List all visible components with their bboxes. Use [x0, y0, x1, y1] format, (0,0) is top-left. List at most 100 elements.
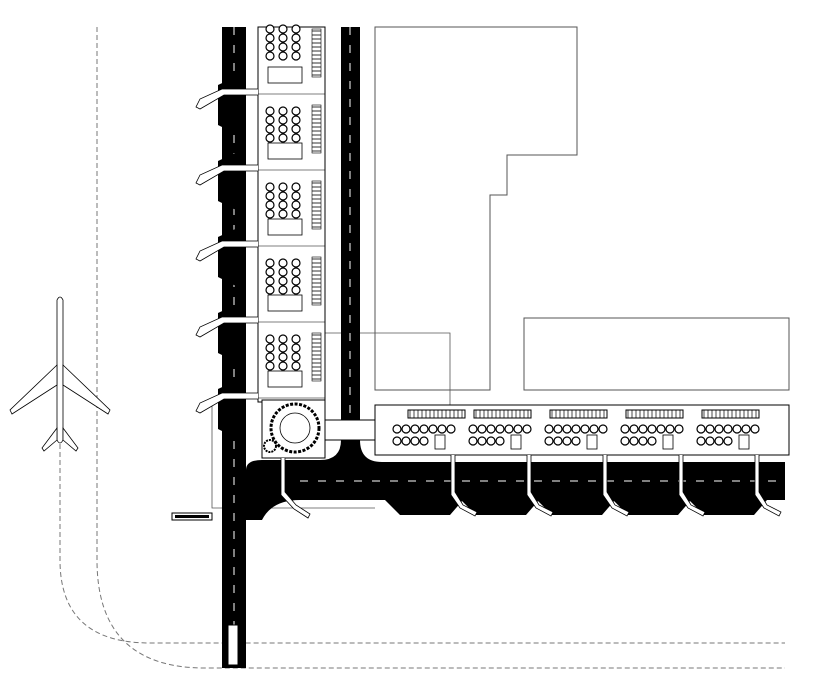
- seat-cluster-icon: [278, 200, 288, 210]
- seat-cluster-icon: [589, 424, 599, 434]
- seat-cluster-icon: [265, 115, 275, 125]
- seat-cluster-icon: [278, 42, 288, 52]
- gate-module: [258, 332, 325, 399]
- aircraft-icon: [9, 296, 111, 452]
- seat-cluster-icon: [291, 276, 301, 286]
- seat-cluster-icon: [265, 182, 275, 192]
- seat-cluster-icon: [741, 424, 751, 434]
- seat-cluster-icon: [291, 42, 301, 52]
- service-outline: [211, 400, 375, 509]
- apron-stand: [613, 500, 691, 515]
- restroom-block: [510, 434, 522, 450]
- seat-cluster-icon: [705, 424, 715, 434]
- seat-cluster-icon: [477, 424, 487, 434]
- seat-cluster-icon: [629, 436, 639, 446]
- seat-cluster-icon: [265, 42, 275, 52]
- seat-cluster-icon: [495, 436, 505, 446]
- seat-cluster-icon: [265, 361, 275, 371]
- seat-cluster-icon: [265, 106, 275, 116]
- seat-cluster-icon: [265, 334, 275, 344]
- restroom-block: [586, 434, 598, 450]
- seat-cluster-icon: [647, 436, 657, 446]
- apron-stand: [461, 500, 539, 515]
- seat-cluster-icon: [714, 436, 724, 446]
- seat-cluster-icon: [278, 106, 288, 116]
- restroom-block: [267, 66, 303, 84]
- apron-stand: [385, 500, 463, 515]
- boarding-bridge: [195, 88, 258, 110]
- seat-cluster-icon: [291, 334, 301, 344]
- seat-cluster-icon: [291, 115, 301, 125]
- seat-cluster-icon: [291, 51, 301, 61]
- bottom-apron-stands: [385, 500, 767, 515]
- counter-block: [311, 28, 322, 78]
- seat-cluster-icon: [620, 436, 630, 446]
- apron-stand: [537, 500, 615, 515]
- left-concourse: [257, 24, 326, 403]
- seat-cluster-icon: [723, 424, 733, 434]
- seat-cluster-icon: [446, 424, 456, 434]
- seat-cluster-icon: [410, 424, 420, 434]
- seat-cluster-icon: [291, 285, 301, 295]
- seat-cluster-icon: [265, 276, 275, 286]
- seat-cluster-icon: [265, 191, 275, 201]
- apron-boundary-outer: [96, 27, 785, 669]
- seat-cluster-icon: [392, 436, 402, 446]
- seat-cluster-icon: [486, 436, 496, 446]
- seat-cluster-icon: [278, 124, 288, 134]
- seat-cluster-icon: [674, 424, 684, 434]
- restroom-block: [267, 218, 303, 236]
- apron-stand: [689, 500, 767, 515]
- restroom-block: [434, 434, 446, 450]
- seat-cluster-icon: [562, 424, 572, 434]
- seat-cluster-icon: [265, 200, 275, 210]
- restroom-block: [267, 294, 303, 312]
- seat-cluster-icon: [291, 200, 301, 210]
- gate-module: [392, 409, 466, 450]
- seat-cluster-icon: [477, 436, 487, 446]
- boarding-bridge: [195, 240, 258, 262]
- seat-cluster-icon: [437, 424, 447, 434]
- seat-cluster-icon: [696, 436, 706, 446]
- seat-cluster-icon: [696, 424, 706, 434]
- seat-cluster-icon: [620, 424, 630, 434]
- seat-cluster-icon: [265, 267, 275, 277]
- seat-cluster-icon: [705, 436, 715, 446]
- bottom-concourse: [374, 404, 790, 456]
- seat-cluster-icon: [291, 352, 301, 362]
- boarding-bridge: [280, 458, 311, 519]
- seat-cluster-icon: [419, 424, 429, 434]
- ground-vehicle-body: [175, 515, 209, 518]
- seat-cluster-icon: [401, 424, 411, 434]
- seat-cluster-icon: [504, 424, 514, 434]
- seat-cluster-icon: [468, 436, 478, 446]
- boarding-bridge: [526, 455, 554, 517]
- seat-cluster-icon: [291, 267, 301, 277]
- seat-cluster-icon: [291, 24, 301, 34]
- seat-cluster-icon: [714, 424, 724, 434]
- seat-cluster-icon: [750, 424, 760, 434]
- seat-cluster-icon: [278, 361, 288, 371]
- seat-cluster-icon: [291, 182, 301, 192]
- seat-cluster-icon: [513, 424, 523, 434]
- service-outline: [325, 332, 451, 405]
- seat-cluster-icon: [291, 124, 301, 134]
- seat-cluster-icon: [265, 209, 275, 219]
- gate-module: [258, 104, 325, 171]
- seat-cluster-icon: [647, 424, 657, 434]
- seat-cluster-icon: [665, 424, 675, 434]
- counter-block: [549, 409, 608, 419]
- gate-module: [258, 24, 325, 95]
- gate-module: [544, 409, 608, 450]
- seat-cluster-icon: [580, 424, 590, 434]
- seat-cluster-icon: [401, 436, 411, 446]
- seat-cluster-icon: [291, 106, 301, 116]
- seat-cluster-icon: [278, 51, 288, 61]
- seat-cluster-icon: [278, 285, 288, 295]
- seat-cluster-icon: [265, 124, 275, 134]
- seat-cluster-icon: [428, 424, 438, 434]
- seat-cluster-icon: [278, 182, 288, 192]
- seat-cluster-icon: [392, 424, 402, 434]
- counter-block: [311, 104, 322, 154]
- restroom-block: [267, 370, 303, 388]
